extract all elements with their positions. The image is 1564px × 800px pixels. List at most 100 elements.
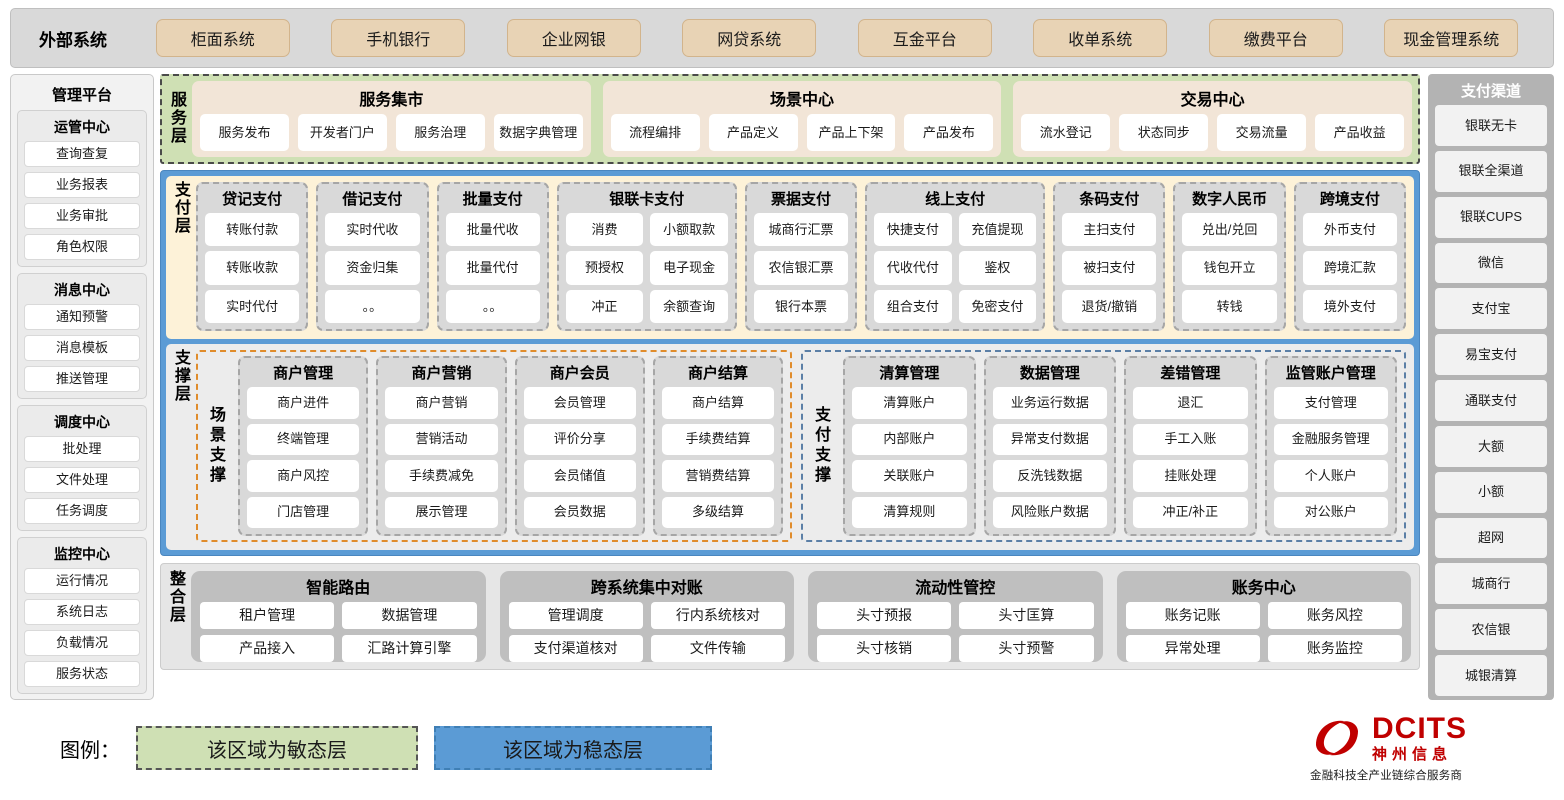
support-item[interactable]: 多级结算 [662, 497, 774, 529]
service-item[interactable]: 服务治理 [396, 114, 485, 151]
payment-item[interactable]: 批量代收 [446, 213, 540, 246]
payment-item[interactable]: 消费 [566, 213, 644, 246]
support-item[interactable]: 异常支付数据 [993, 424, 1107, 456]
integration-item[interactable]: 文件传输 [651, 635, 785, 662]
integration-item[interactable]: 支付渠道核对 [509, 635, 643, 662]
mgmt-item[interactable]: 查询查复 [24, 141, 140, 167]
mgmt-item[interactable]: 角色权限 [24, 234, 140, 260]
support-item[interactable]: 反洗钱数据 [993, 460, 1107, 492]
payment-channel-item[interactable]: 农信银 [1435, 609, 1547, 650]
support-item[interactable]: 展示管理 [385, 497, 497, 529]
payment-item[interactable]: 鉴权 [959, 251, 1037, 284]
payment-item[interactable]: 预授权 [566, 251, 644, 284]
support-item[interactable]: 商户风控 [247, 460, 359, 492]
payment-item[interactable]: 电子现金 [650, 251, 728, 284]
payment-channel-item[interactable]: 通联支付 [1435, 380, 1547, 421]
service-item[interactable]: 交易流量 [1217, 114, 1306, 151]
support-item[interactable]: 商户进件 [247, 387, 359, 419]
service-item[interactable]: 流水登记 [1021, 114, 1110, 151]
support-item[interactable]: 会员管理 [524, 387, 636, 419]
support-item[interactable]: 清算规则 [852, 497, 966, 529]
support-item[interactable]: 门店管理 [247, 497, 359, 529]
external-system-item[interactable]: 网贷系统 [682, 19, 816, 57]
external-system-item[interactable]: 互金平台 [858, 19, 992, 57]
payment-item[interactable]: 批量代付 [446, 251, 540, 284]
support-item[interactable]: 清算账户 [852, 387, 966, 419]
service-item[interactable]: 开发者门户 [298, 114, 387, 151]
payment-item[interactable]: 外币支付 [1303, 213, 1397, 246]
payment-item[interactable]: 兑出/兑回 [1182, 213, 1276, 246]
external-system-item[interactable]: 手机银行 [331, 19, 465, 57]
support-item[interactable]: 对公账户 [1274, 497, 1388, 529]
support-item[interactable]: 手续费结算 [662, 424, 774, 456]
external-system-item[interactable]: 现金管理系统 [1384, 19, 1518, 57]
mgmt-item[interactable]: 负载情况 [24, 630, 140, 656]
payment-item[interactable]: 银行本票 [754, 290, 848, 323]
external-system-item[interactable]: 缴费平台 [1209, 19, 1343, 57]
integration-item[interactable]: 异常处理 [1126, 635, 1260, 662]
payment-channel-item[interactable]: 银联全渠道 [1435, 151, 1547, 192]
service-item[interactable]: 产品发布 [904, 114, 993, 151]
integration-item[interactable]: 租户管理 [200, 602, 334, 629]
payment-item[interactable]: 转账付款 [205, 213, 299, 246]
support-item[interactable]: 挂账处理 [1133, 460, 1247, 492]
mgmt-item[interactable]: 业务审批 [24, 203, 140, 229]
payment-item[interactable]: 转账收款 [205, 251, 299, 284]
external-system-item[interactable]: 柜面系统 [156, 19, 290, 57]
mgmt-item[interactable]: 消息模板 [24, 335, 140, 361]
mgmt-item[interactable]: 业务报表 [24, 172, 140, 198]
support-item[interactable]: 风险账户数据 [993, 497, 1107, 529]
integration-item[interactable]: 管理调度 [509, 602, 643, 629]
support-item[interactable]: 冲正/补正 [1133, 497, 1247, 529]
service-item[interactable]: 产品收益 [1315, 114, 1404, 151]
service-item[interactable]: 产品上下架 [807, 114, 896, 151]
payment-channel-item[interactable]: 银联CUPS [1435, 197, 1547, 238]
payment-item[interactable]: 实时代付 [205, 290, 299, 323]
payment-item[interactable]: 小额取款 [650, 213, 728, 246]
payment-item[interactable]: 。。 [446, 290, 540, 323]
support-item[interactable]: 营销活动 [385, 424, 497, 456]
mgmt-item[interactable]: 通知预警 [24, 304, 140, 330]
payment-item[interactable]: 城商行汇票 [754, 213, 848, 246]
integration-item[interactable]: 行内系统核对 [651, 602, 785, 629]
integration-item[interactable]: 头寸预报 [817, 602, 951, 629]
support-item[interactable]: 评价分享 [524, 424, 636, 456]
payment-channel-item[interactable]: 城银清算 [1435, 655, 1547, 696]
payment-item[interactable]: 冲正 [566, 290, 644, 323]
payment-item[interactable]: 被扫支付 [1062, 251, 1156, 284]
payment-channel-item[interactable]: 超网 [1435, 518, 1547, 559]
payment-channel-item[interactable]: 大额 [1435, 426, 1547, 467]
mgmt-item[interactable]: 批处理 [24, 436, 140, 462]
payment-item[interactable]: 主扫支付 [1062, 213, 1156, 246]
support-item[interactable]: 金融服务管理 [1274, 424, 1388, 456]
service-item[interactable]: 产品定义 [709, 114, 798, 151]
payment-item[interactable]: 组合支付 [874, 290, 952, 323]
support-item[interactable]: 退汇 [1133, 387, 1247, 419]
support-item[interactable]: 手续费减免 [385, 460, 497, 492]
integration-item[interactable]: 账务风控 [1268, 602, 1402, 629]
payment-item[interactable]: 跨境汇款 [1303, 251, 1397, 284]
support-item[interactable]: 会员储值 [524, 460, 636, 492]
integration-item[interactable]: 产品接入 [200, 635, 334, 662]
integration-item[interactable]: 头寸核销 [817, 635, 951, 662]
integration-item[interactable]: 数据管理 [342, 602, 476, 629]
support-item[interactable]: 营销费结算 [662, 460, 774, 492]
support-item[interactable]: 商户营销 [385, 387, 497, 419]
payment-item[interactable]: 境外支付 [1303, 290, 1397, 323]
payment-channel-item[interactable]: 小额 [1435, 472, 1547, 513]
support-item[interactable]: 手工入账 [1133, 424, 1247, 456]
mgmt-item[interactable]: 任务调度 [24, 498, 140, 524]
external-system-item[interactable]: 企业网银 [507, 19, 641, 57]
payment-channel-item[interactable]: 支付宝 [1435, 288, 1547, 329]
integration-item[interactable]: 账务监控 [1268, 635, 1402, 662]
integration-item[interactable]: 汇路计算引擎 [342, 635, 476, 662]
service-item[interactable]: 状态同步 [1119, 114, 1208, 151]
service-item[interactable]: 流程编排 [611, 114, 700, 151]
payment-item[interactable]: 充值提现 [959, 213, 1037, 246]
mgmt-item[interactable]: 系统日志 [24, 599, 140, 625]
payment-channel-item[interactable]: 城商行 [1435, 563, 1547, 604]
mgmt-item[interactable]: 运行情况 [24, 568, 140, 594]
mgmt-item[interactable]: 推送管理 [24, 366, 140, 392]
payment-item[interactable]: 钱包开立 [1182, 251, 1276, 284]
payment-item[interactable]: 快捷支付 [874, 213, 952, 246]
